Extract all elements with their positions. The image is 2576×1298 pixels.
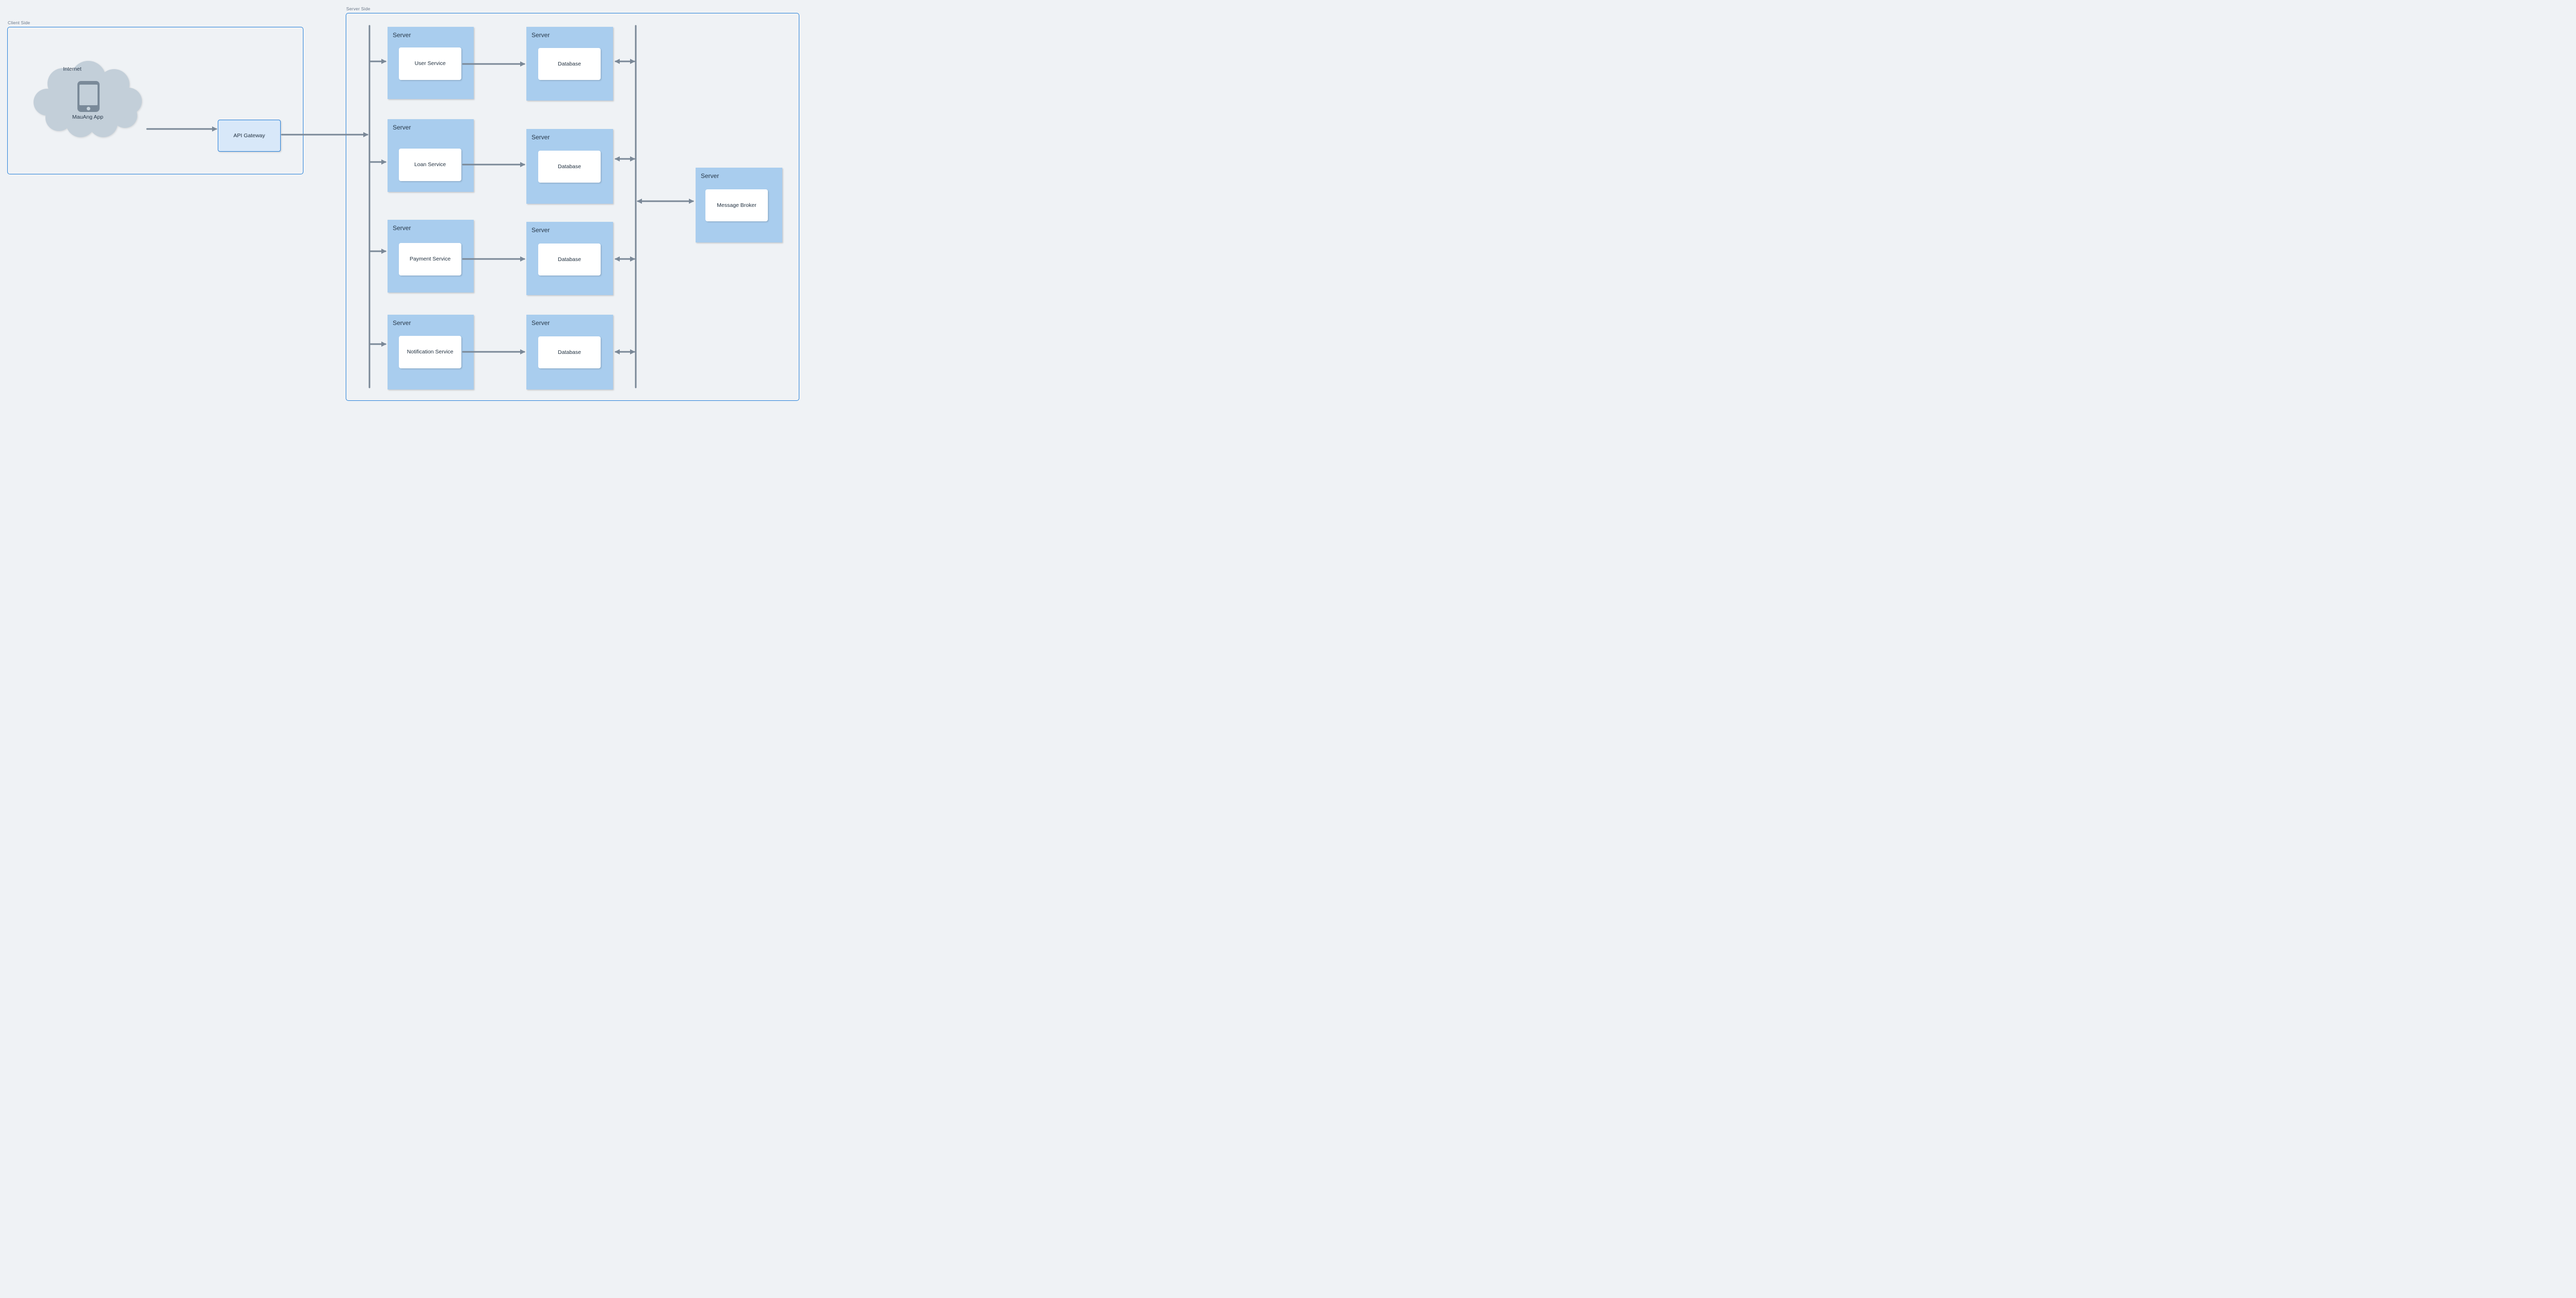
user-service-label: User Service (414, 60, 446, 67)
server-side-label: Server Side (346, 6, 371, 11)
server-box-label: Server (393, 124, 411, 131)
loan-service-label: Loan Service (414, 161, 446, 168)
server-box-label: Server (532, 134, 550, 141)
loan-database-label: Database (558, 163, 581, 170)
server-box-label: Server (701, 172, 719, 180)
node-payment-database: Database (538, 244, 601, 275)
smartphone-screen (79, 85, 98, 105)
smartphone-icon (77, 81, 100, 112)
server-box-label: Server (532, 319, 550, 327)
server-box-label: Server (393, 31, 411, 39)
message-broker-label: Message Broker (717, 202, 756, 208)
client-side-container (7, 27, 303, 174)
node-user-service: User Service (399, 47, 461, 80)
node-payment-service: Payment Service (399, 243, 461, 275)
payment-service-label: Payment Service (409, 256, 451, 263)
node-loan-service: Loan Service (399, 149, 461, 181)
diagram-canvas: Client Side Internet MauAng App API Gate… (0, 0, 805, 405)
client-side-label: Client Side (8, 20, 30, 25)
node-message-broker: Message Broker (705, 189, 768, 221)
internet-label: Internet (63, 66, 82, 72)
payment-database-label: Database (558, 256, 581, 263)
node-loan-database: Database (538, 151, 601, 183)
api-gateway-label: API Gateway (233, 133, 265, 139)
node-notification-service: Notification Service (399, 336, 461, 368)
smartphone-home-button (87, 107, 90, 110)
mauang-app-label: MauAng App (72, 114, 104, 120)
server-side-container (346, 13, 799, 401)
server-box-label: Server (393, 224, 411, 232)
server-box-label: Server (532, 226, 550, 234)
server-box-label: Server (393, 319, 411, 327)
notification-database-label: Database (558, 349, 581, 355)
api-gateway-node: API Gateway (218, 120, 281, 152)
node-user-database: Database (538, 48, 601, 80)
notification-service-label: Notification Service (407, 349, 454, 355)
node-notification-database: Database (538, 336, 601, 368)
user-database-label: Database (558, 60, 581, 67)
server-box-label: Server (532, 31, 550, 39)
